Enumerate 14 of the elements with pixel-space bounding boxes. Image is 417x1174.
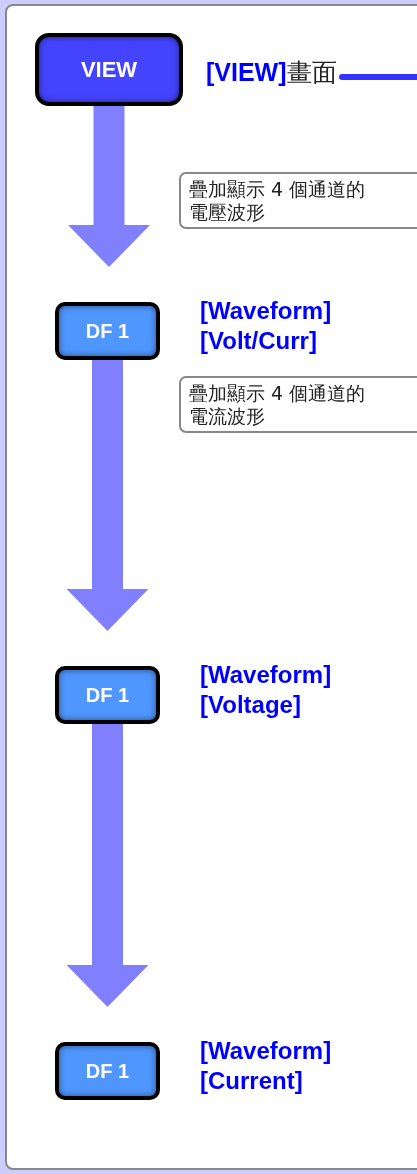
block-arrow [68, 106, 150, 267]
note-box: 疊加顯示 4 個通道的電流波形 [179, 376, 417, 433]
block-arrow [66, 724, 149, 1007]
key-button: VIEW [35, 33, 183, 106]
note-box: 疊加顯示 4 個通道的電壓波形 [179, 172, 417, 229]
menu-label: [Waveform] [Voltage] [200, 660, 333, 720]
menu-label: [Waveform] [Current] [200, 1036, 333, 1096]
key-button: DF 1 [55, 302, 160, 360]
menu-label: [Waveform] [Volt/Curr] [200, 296, 333, 356]
screen-label: [VIEW]畫面 [206, 56, 337, 89]
block-arrow [66, 360, 149, 631]
connector-line [339, 74, 417, 80]
key-button: DF 1 [55, 666, 160, 724]
key-button: DF 1 [55, 1042, 160, 1100]
